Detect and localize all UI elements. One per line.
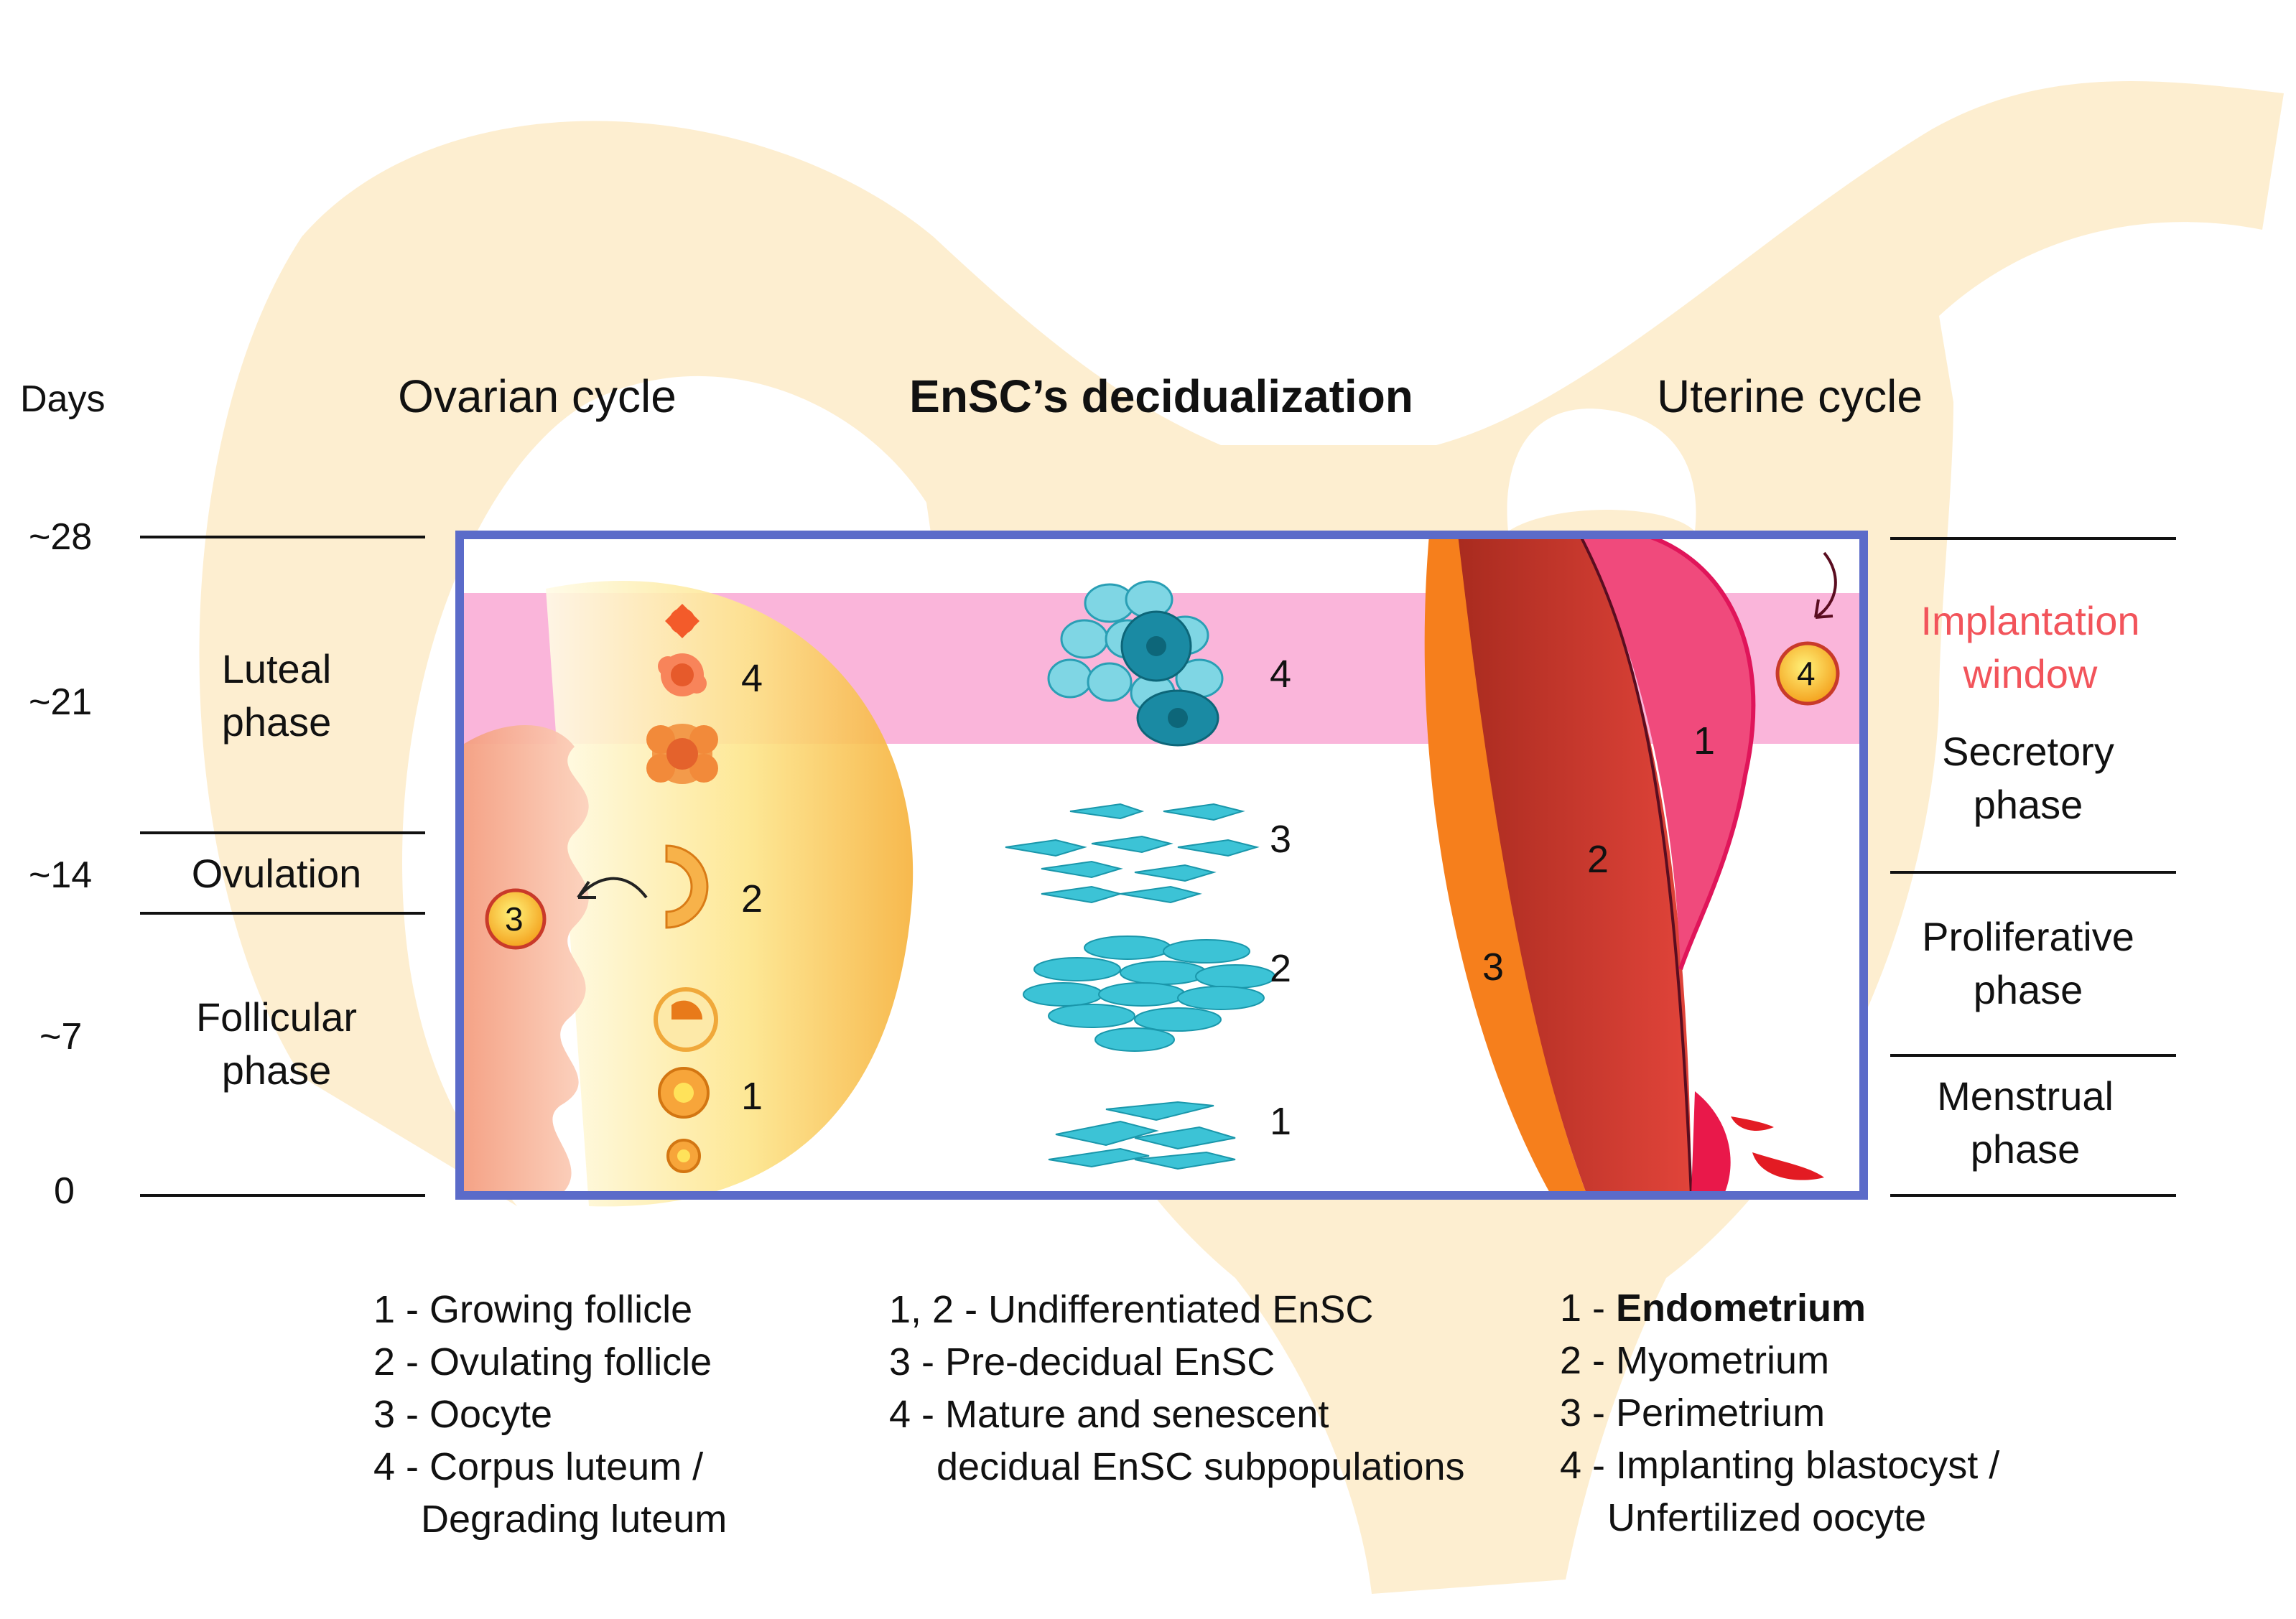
phase-ovulation: Ovulation bbox=[191, 851, 362, 896]
secretory-line2: phase bbox=[1973, 782, 2083, 827]
implantation-line2: window bbox=[1963, 651, 2098, 696]
uterus-marker-2: 2 bbox=[1587, 838, 1609, 881]
ensc-marker-2: 2 bbox=[1270, 947, 1292, 990]
ensc-cell-clusters bbox=[1005, 580, 1275, 1170]
ovary-marker-3: 3 bbox=[505, 900, 524, 938]
phase-menstrual: Menstrual phase bbox=[1937, 1070, 2114, 1176]
blastocyst-icon bbox=[1775, 641, 1840, 706]
legend-ovarian-item-4-cont: Degrading luteum bbox=[421, 1498, 728, 1541]
legend-uterine-item-1: 1 - Endometrium bbox=[1560, 1282, 1999, 1335]
ovary-shape bbox=[460, 580, 914, 1207]
legend-uterine: 1 - Endometrium 2 - Myometrium 3 - Perim… bbox=[1560, 1282, 1999, 1544]
uterus-marker-1: 1 bbox=[1693, 719, 1716, 762]
phase-luteal: Luteal phase bbox=[222, 643, 332, 749]
day-tick-14: ~14 bbox=[29, 854, 93, 896]
phase-follicular-line2: phase bbox=[221, 1048, 332, 1093]
legend-uterine-item-1-prefix: 1 - bbox=[1560, 1287, 1617, 1330]
uterine-wall-layers bbox=[1424, 533, 1756, 1196]
legend-ovarian-item-1: 1 - Growing follicle bbox=[373, 1288, 693, 1331]
header-ovarian-cycle: Ovarian cycle bbox=[398, 370, 677, 422]
ensc-marker-1: 1 bbox=[1270, 1100, 1292, 1143]
uterus-marker-3: 3 bbox=[1482, 946, 1505, 989]
ovary-marker-1: 1 bbox=[741, 1075, 763, 1118]
arrow-icon-implantation bbox=[1814, 551, 1837, 619]
legend-ensc: 1, 2 - Undifferentiated EnSC 3 - Pre-dec… bbox=[889, 1284, 1465, 1493]
header-decidualization: EnSC’s decidualization bbox=[909, 370, 1413, 422]
legend-uterine-item-1-term: Endometrium bbox=[1616, 1287, 1867, 1330]
legend-ovarian-item-4: 4 - Corpus luteum / bbox=[373, 1445, 704, 1488]
legend-ensc-item-3: 4 - Mature and senescent bbox=[889, 1393, 1329, 1436]
legend-ensc-item-2: 3 - Pre-decidual EnSC bbox=[889, 1340, 1275, 1384]
legend-ensc-item-1: 1, 2 - Undifferentiated EnSC bbox=[889, 1288, 1374, 1331]
proliferative-line2: phase bbox=[1973, 967, 2083, 1012]
legend-ensc-item-3-cont: decidual EnSC subpopulations bbox=[936, 1445, 1465, 1488]
phase-secretory: Secretory phase bbox=[1942, 725, 2114, 831]
implantation-line1: Implantation bbox=[1920, 598, 2140, 643]
menstrual-line2: phase bbox=[1970, 1126, 2081, 1172]
oocyte-icon bbox=[485, 888, 547, 950]
ensc-marker-4: 4 bbox=[1270, 653, 1292, 696]
legend-uterine-item-2: 2 - Myometrium bbox=[1560, 1339, 1830, 1382]
menstrual-line1: Menstrual bbox=[1937, 1073, 2114, 1119]
day-tick-28: ~28 bbox=[29, 516, 93, 558]
phase-luteal-line2: phase bbox=[221, 699, 332, 745]
day-tick-0: 0 bbox=[54, 1170, 75, 1212]
phase-follicular-line1: Follicular bbox=[195, 994, 358, 1040]
proliferative-line1: Proliferative bbox=[1922, 914, 2134, 959]
legend-ovarian-item-3: 3 - Oocyte bbox=[373, 1393, 553, 1436]
ensc-cluster-2 bbox=[1023, 936, 1275, 1052]
phase-implantation-window: Implantation window bbox=[1920, 594, 2139, 701]
ovary-marker-4: 4 bbox=[741, 657, 763, 700]
day-tick-21: ~21 bbox=[29, 681, 93, 723]
ensc-cluster-1 bbox=[1048, 1101, 1236, 1170]
ensc-marker-3: 3 bbox=[1270, 818, 1292, 861]
phase-proliferative: Proliferative phase bbox=[1922, 910, 2134, 1017]
legend-uterine-item-4: 4 - Implanting blastocyst / bbox=[1560, 1444, 2000, 1487]
menstrual-drops bbox=[1731, 1116, 1824, 1180]
day-lines bbox=[140, 536, 2176, 1197]
secretory-line1: Secretory bbox=[1942, 729, 2114, 774]
ensc-cluster-3 bbox=[1005, 803, 1260, 904]
ovulating-follicle-icon bbox=[665, 844, 709, 929]
uterus-marker-4: 4 bbox=[1797, 655, 1816, 692]
legend-ovarian-item-2: 2 - Ovulating follicle bbox=[373, 1340, 712, 1384]
phase-follicular: Follicular phase bbox=[196, 991, 357, 1097]
corpus-luteum-icons bbox=[646, 604, 718, 784]
legend-ovarian: 1 - Growing follicle 2 - Ovulating folli… bbox=[373, 1284, 727, 1546]
legend-uterine-item-4-cont: Unfertilized oocyte bbox=[1607, 1496, 1927, 1539]
header-uterine-cycle: Uterine cycle bbox=[1657, 370, 1923, 422]
days-title: Days bbox=[20, 378, 106, 420]
day-tick-7: ~7 bbox=[39, 1016, 83, 1058]
phase-luteal-line1: Luteal bbox=[221, 646, 332, 691]
diagram-frame bbox=[455, 531, 1868, 1200]
legend-uterine-item-3: 3 - Perimetrium bbox=[1560, 1391, 1826, 1434]
arrow-icon-ovulation bbox=[577, 877, 648, 899]
ovary-marker-2: 2 bbox=[741, 877, 763, 920]
follicle-icons bbox=[654, 987, 718, 1173]
